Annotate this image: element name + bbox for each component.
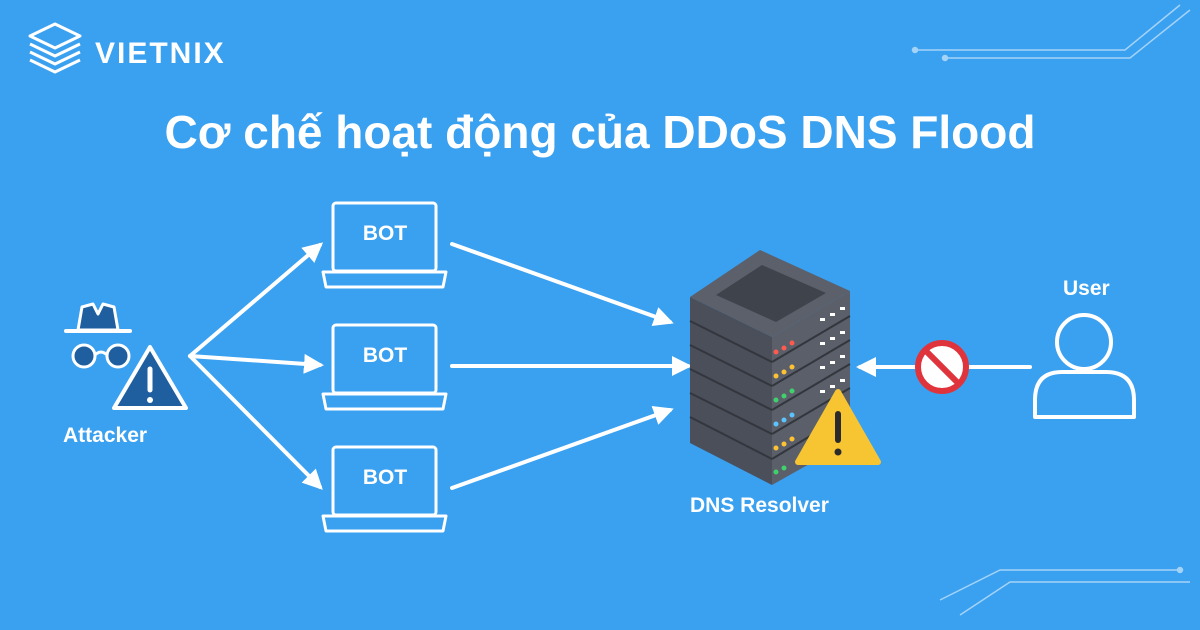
laptop-icon bbox=[321, 445, 448, 533]
bot-label: BOT bbox=[362, 222, 408, 245]
warning-icon bbox=[795, 389, 881, 465]
server-vents bbox=[820, 307, 845, 393]
laptop-icon bbox=[321, 323, 448, 411]
bot-label: BOT bbox=[362, 466, 408, 489]
server-leds bbox=[773, 340, 795, 475]
attacker-label: Attacker bbox=[63, 424, 148, 447]
warning-icon bbox=[112, 345, 188, 410]
attack-arrows bbox=[188, 242, 324, 490]
dns-resolver-label: DNS Resolver bbox=[690, 494, 829, 517]
user-label: User bbox=[1063, 277, 1110, 300]
logo-icon bbox=[28, 22, 82, 74]
circuit-decoration-top bbox=[911, 4, 1191, 62]
flood-arrows bbox=[450, 242, 692, 490]
block-icon bbox=[915, 340, 969, 394]
laptop-icon bbox=[321, 201, 448, 289]
attacker-icon bbox=[64, 302, 132, 369]
bot-label: BOT bbox=[362, 344, 408, 367]
user-icon bbox=[1033, 313, 1136, 419]
diagram-title: Cơ chế hoạt động của DDoS DNS Flood bbox=[164, 106, 1036, 158]
circuit-decoration-bottom bbox=[939, 566, 1190, 616]
brand-name: VIETNIX bbox=[95, 37, 226, 70]
